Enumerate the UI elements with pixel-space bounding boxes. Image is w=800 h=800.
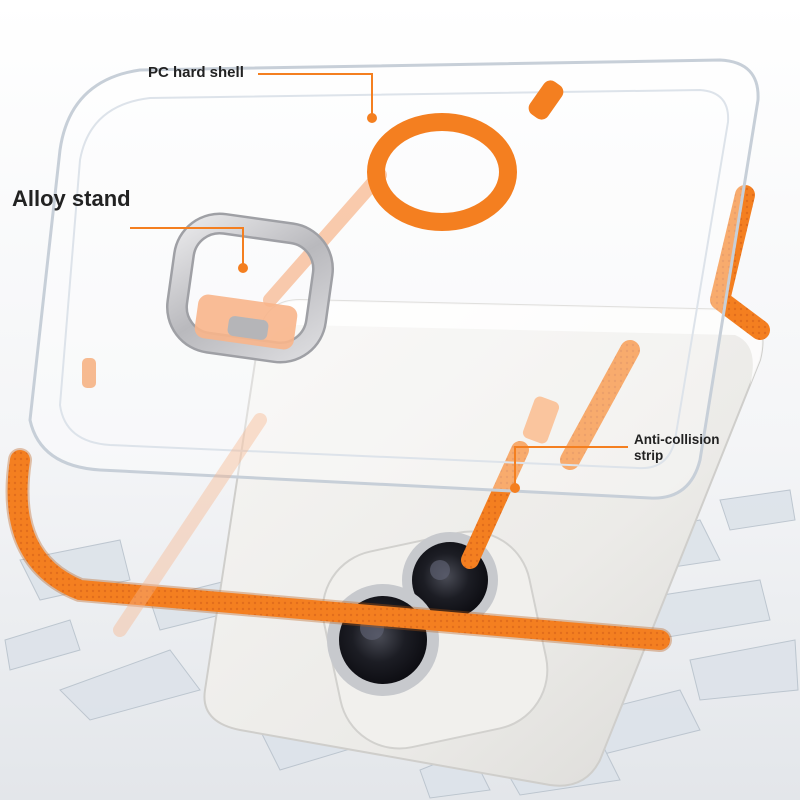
leader-dots: [238, 113, 520, 493]
alloy-stand: [165, 212, 335, 364]
leader-lines: [130, 73, 628, 488]
magnetic-ring: [367, 113, 517, 231]
callout-alloy-stand: Alloy stand: [12, 186, 131, 211]
callout-strip-line-1: Anti-collision: [634, 432, 720, 447]
callout-anti-collision-strip: Anti-collision strip: [634, 432, 720, 463]
callout-pc-hard-shell: PC hard shell: [148, 64, 244, 81]
callout-strip-line-2: strip: [634, 447, 664, 463]
pc-hard-shell: [28, 58, 760, 637]
